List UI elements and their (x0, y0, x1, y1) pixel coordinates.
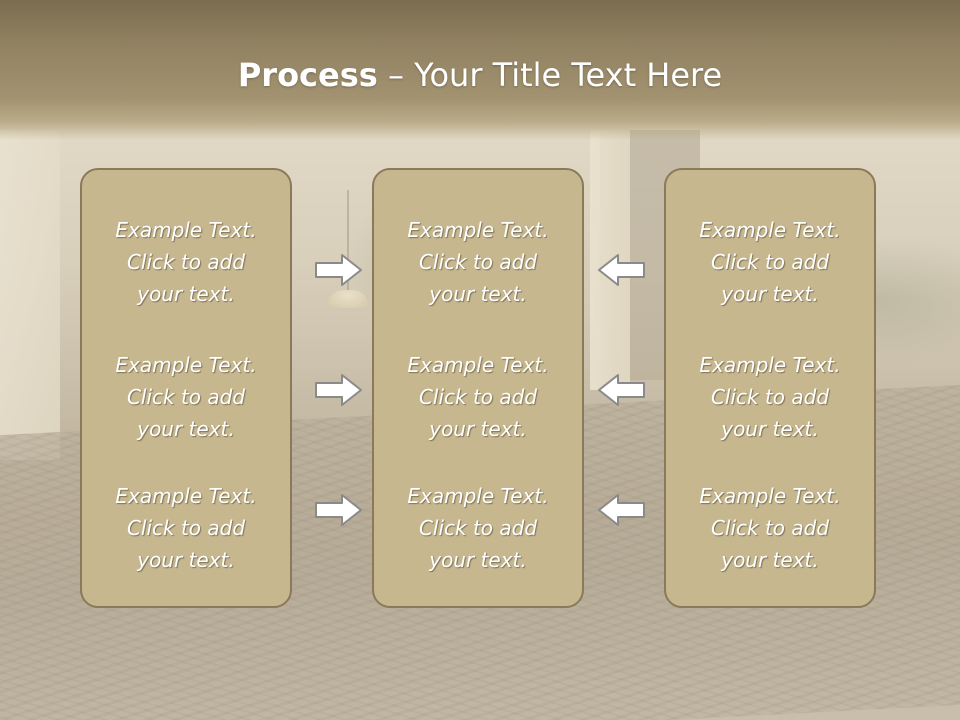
title-band (0, 0, 960, 140)
arrow-right-icon (315, 374, 362, 406)
title-rest-text: Your Title Text Here (414, 56, 723, 94)
background-wall (0, 130, 60, 460)
column-left: Example Text. Click to add your text. Ex… (80, 168, 292, 608)
text-line: your text. (429, 548, 527, 572)
text-line: Click to add (418, 250, 538, 274)
text-line: your text. (137, 417, 235, 441)
text-line: Click to add (418, 385, 538, 409)
text-line: Example Text. (407, 218, 549, 242)
text-line: Click to add (418, 516, 538, 540)
text-line: your text. (429, 282, 527, 306)
text-line: your text. (721, 282, 819, 306)
background-lamp-cord (347, 190, 349, 290)
column-center: Example Text. Click to add your text. Ex… (372, 168, 584, 608)
text-placeholder[interactable]: Example Text. Click to add your text. (374, 214, 582, 310)
arrow-left-icon (598, 494, 645, 526)
title-separator: – (377, 56, 415, 94)
title-bold-text: Process (237, 56, 378, 94)
background-pillar (590, 130, 630, 390)
text-line: Example Text. (407, 353, 549, 377)
text-placeholder[interactable]: Example Text. Click to add your text. (374, 349, 582, 445)
arrow-right-icon (315, 254, 362, 286)
column-right: Example Text. Click to add your text. Ex… (664, 168, 876, 608)
text-line: Example Text. (699, 484, 841, 508)
text-line: your text. (137, 548, 235, 572)
text-line: Example Text. (699, 218, 841, 242)
arrow-left-icon (598, 374, 645, 406)
text-line: Example Text. (115, 218, 257, 242)
arrow-right-icon (315, 494, 362, 526)
text-line: Example Text. (407, 484, 549, 508)
text-line: your text. (721, 548, 819, 572)
text-line: your text. (429, 417, 527, 441)
text-line: Click to add (710, 250, 830, 274)
text-line: Click to add (126, 385, 246, 409)
text-line: your text. (137, 282, 235, 306)
text-line: Example Text. (115, 484, 257, 508)
text-placeholder[interactable]: Example Text. Click to add your text. (374, 480, 582, 576)
text-placeholder[interactable]: Example Text. Click to add your text. (82, 480, 290, 576)
text-line: Click to add (126, 250, 246, 274)
text-placeholder[interactable]: Example Text. Click to add your text. (82, 214, 290, 310)
text-line: Click to add (126, 516, 246, 540)
text-placeholder[interactable]: Example Text. Click to add your text. (666, 214, 874, 310)
background-lamp (328, 290, 368, 308)
text-line: Example Text. (699, 353, 841, 377)
arrow-left-icon (598, 254, 645, 286)
text-line: Click to add (710, 516, 830, 540)
slide-title[interactable]: Process – Your Title Text Here (0, 52, 960, 98)
text-placeholder[interactable]: Example Text. Click to add your text. (82, 349, 290, 445)
text-line: Example Text. (115, 353, 257, 377)
text-line: your text. (721, 417, 819, 441)
text-line: Click to add (710, 385, 830, 409)
text-placeholder[interactable]: Example Text. Click to add your text. (666, 480, 874, 576)
text-placeholder[interactable]: Example Text. Click to add your text. (666, 349, 874, 445)
